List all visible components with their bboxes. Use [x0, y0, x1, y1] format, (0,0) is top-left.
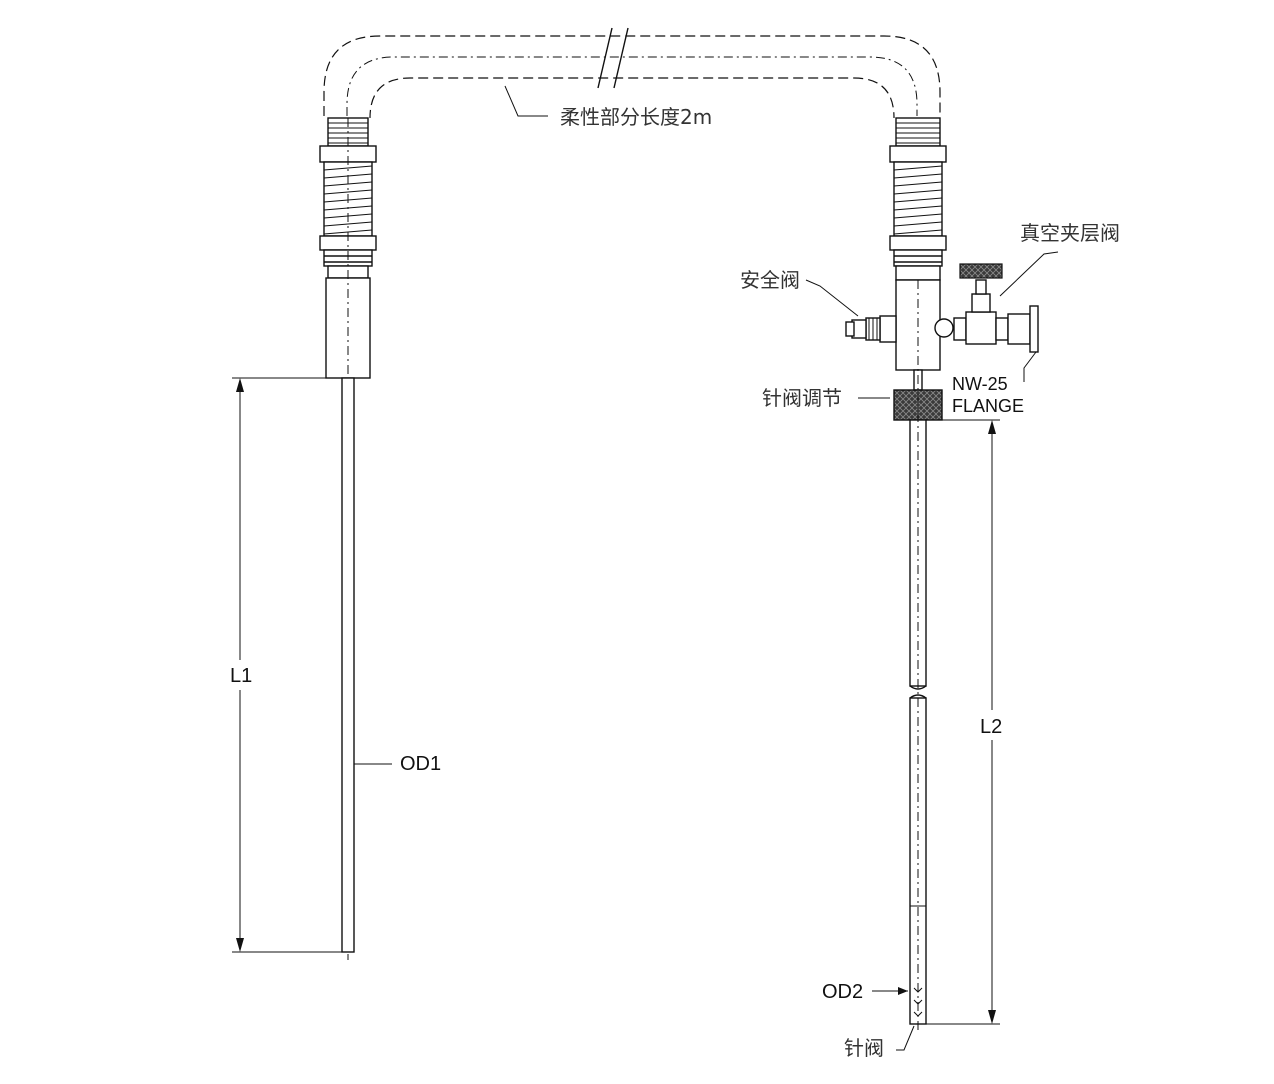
dimension-l2: [926, 419, 1000, 1025]
label-needle-valve: 针阀: [844, 1036, 884, 1060]
leader-vacuum-valve: [999, 251, 1059, 297]
label-flange-line1: NW-25: [952, 374, 1008, 394]
label-safety-valve: 安全阀: [740, 268, 800, 292]
label-od2: OD2: [822, 981, 863, 1003]
leader-safety-valve: [805, 279, 859, 317]
left-tube-od1: [341, 377, 355, 953]
dimension-l1: [232, 377, 342, 953]
right-bellows: [889, 117, 947, 281]
label-vacuum-valve: 真空夹层阀: [1020, 221, 1120, 245]
leader-flexible-length: [504, 85, 548, 117]
safety-valve: [845, 315, 897, 343]
label-l2: L2: [980, 716, 1002, 738]
leader-flange: [1023, 351, 1037, 382]
leader-needle-valve: [896, 1025, 915, 1051]
flexible-hose: [323, 27, 941, 119]
label-flexible-length: 柔性部分长度2m: [560, 105, 712, 129]
label-needle-adjust: 针阀调节: [762, 386, 842, 410]
label-l1: L1: [230, 665, 252, 687]
label-od1: OD1: [400, 753, 441, 775]
label-flange-line2: FLANGE: [952, 396, 1024, 416]
vacuum-jacket-valve: [934, 263, 1039, 353]
